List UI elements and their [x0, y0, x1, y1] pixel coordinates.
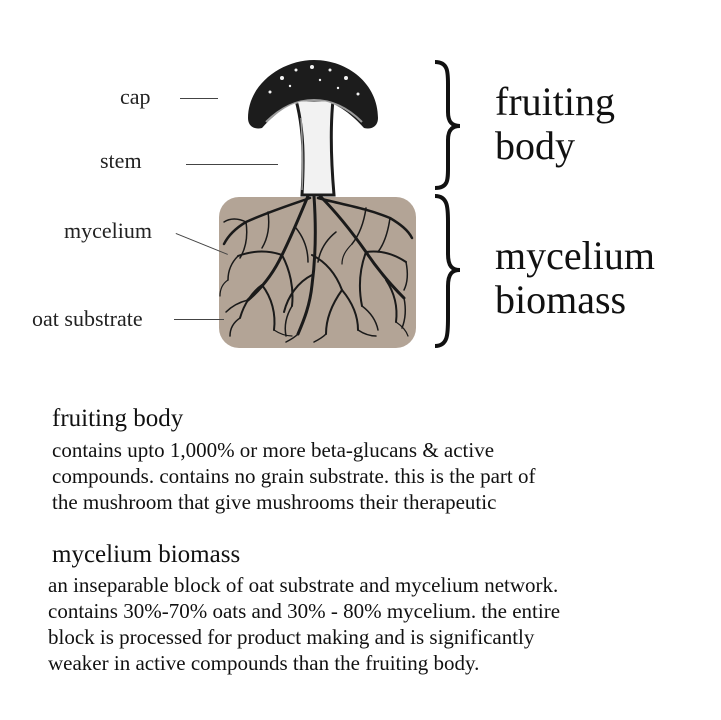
fruiting-body-brace [434, 60, 461, 190]
cap-label: cap [120, 84, 151, 109]
fruiting-body-group-label: fruiting body [495, 79, 615, 168]
mycelium-network [219, 194, 414, 343]
stem-leader [186, 164, 278, 165]
fruiting-body-line: the mushroom that give mushrooms their t… [52, 490, 497, 514]
mycelium-biomass-title: mycelium biomass [52, 541, 241, 568]
oat-substrate-label: oat substrate [32, 306, 143, 331]
fruiting-body-line: contains upto 1,000% or more beta-glucan… [52, 438, 495, 462]
mycelium-biomass-section: mycelium biomass an inseparable block of… [0, 540, 721, 676]
mycelium-biomass-brace [434, 194, 461, 348]
mushroom-diagram: cap stem mycelium oat substrate fruiting… [32, 60, 655, 348]
cap-leader [180, 98, 218, 99]
mycelium-label: mycelium [64, 218, 152, 243]
oat-substrate-leader [174, 319, 224, 320]
fruiting-body-line: compounds. contains no grain substrate. … [52, 464, 536, 488]
mushroom-illustration [219, 60, 461, 348]
mycelium-biomass-group-label: mycelium biomass [495, 233, 655, 322]
stem-label: stem [100, 148, 142, 173]
mycelium-biomass-line: block is processed for product making an… [48, 625, 535, 649]
fruiting-body-section: fruiting body contains upto 1,000% or mo… [0, 404, 721, 515]
mycelium-biomass-line: contains 30%-70% oats and 30% - 80% myce… [48, 599, 561, 623]
mycelium-biomass-line: an inseparable block of oat substrate an… [48, 573, 559, 597]
mycelium-biomass-line: weaker in active compounds than the frui… [48, 651, 480, 675]
cap-speckles [268, 65, 360, 96]
fruiting-body-title: fruiting body [52, 405, 184, 432]
